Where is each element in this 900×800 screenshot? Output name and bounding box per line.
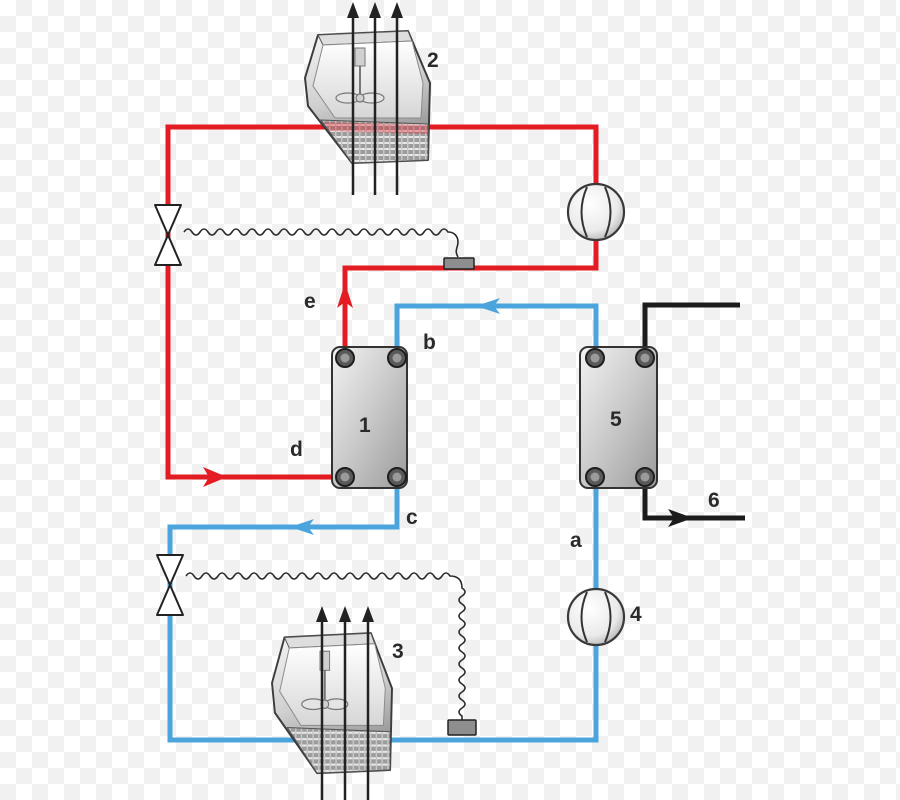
label-point-b: b bbox=[423, 331, 436, 354]
valve-triangle bbox=[156, 584, 184, 616]
unit-window bbox=[312, 40, 424, 119]
port-inner bbox=[340, 353, 350, 363]
compressor-symbol bbox=[580, 591, 612, 643]
flow-arrow-up-icon bbox=[337, 283, 353, 308]
label-outlet: 6 bbox=[708, 489, 720, 512]
compressor-body bbox=[566, 182, 626, 242]
label-point-d: d bbox=[290, 438, 303, 461]
flow-arrow-left-icon bbox=[290, 519, 314, 535]
evaporator-airflow-arrows bbox=[316, 606, 374, 800]
fan-motor bbox=[319, 650, 331, 671]
valve-triangle bbox=[154, 204, 182, 236]
label-compressor: 4 bbox=[630, 603, 642, 626]
flow-arrow-right-icon bbox=[668, 509, 693, 527]
heat-exchanger-plate bbox=[331, 346, 408, 489]
flow-arrow-left-icon bbox=[476, 298, 500, 314]
label-heat-exchanger-5: 5 bbox=[610, 408, 622, 431]
compressor-body bbox=[566, 587, 626, 647]
expansion-valve-lower-icon bbox=[156, 554, 184, 616]
heat-exchanger-1 bbox=[331, 346, 408, 489]
airflow-arrow-up-icon bbox=[391, 2, 403, 18]
compressor-upper-icon bbox=[566, 182, 626, 242]
heat-exchanger-plate bbox=[579, 346, 658, 489]
unit-grill bbox=[286, 726, 391, 774]
airflow-arrow-up-icon bbox=[362, 606, 374, 622]
port-inner bbox=[340, 472, 350, 482]
port-inner bbox=[590, 353, 600, 363]
expansion-valve-upper-icon bbox=[154, 204, 182, 266]
airflow-arrow-up-icon bbox=[339, 606, 351, 622]
flow-arrow-right-icon bbox=[203, 467, 227, 487]
secondary-circuit-inlet-pipe bbox=[642, 302, 740, 358]
low-temperature-circuit-pipe-lower bbox=[167, 477, 599, 743]
compressor-symbol bbox=[580, 186, 612, 238]
valve-triangle bbox=[154, 234, 182, 266]
port-inner bbox=[392, 472, 402, 482]
label-point-e: e bbox=[304, 290, 316, 313]
high-temperature-circuit-pipe bbox=[165, 124, 599, 480]
airflow-arrow-up-icon bbox=[316, 606, 328, 622]
secondary-circuit-outlet-pipe bbox=[642, 477, 745, 521]
low-temperature-circuit-pipe-upper bbox=[394, 303, 599, 358]
unit-window bbox=[279, 643, 386, 726]
port-inner bbox=[590, 472, 600, 482]
fan-hub bbox=[355, 93, 365, 103]
label-point-c: c bbox=[406, 506, 418, 529]
condenser-airflow-arrows bbox=[347, 2, 403, 195]
compressor-lower-icon bbox=[566, 587, 626, 647]
label-evaporator: 3 bbox=[392, 640, 404, 663]
label-point-a: a bbox=[570, 529, 582, 552]
port-inner bbox=[392, 353, 402, 363]
capillary-tube-lower bbox=[185, 572, 466, 720]
label-condenser: 2 bbox=[427, 49, 439, 72]
heat-exchanger-5 bbox=[579, 346, 658, 489]
airflow-arrow-up-icon bbox=[347, 2, 359, 18]
capillary-tube-upper bbox=[183, 228, 459, 258]
sensor-bulb-lower bbox=[447, 719, 477, 736]
label-heat-exchanger-1: 1 bbox=[359, 414, 371, 437]
port-inner bbox=[640, 472, 650, 482]
sensor-bulb-upper bbox=[443, 257, 475, 270]
evaporator-fan-unit bbox=[271, 632, 393, 775]
fan-motor bbox=[354, 47, 366, 67]
port-inner bbox=[640, 353, 650, 363]
valve-triangle bbox=[156, 554, 184, 586]
airflow-arrow-up-icon bbox=[369, 2, 381, 18]
condenser-fan-unit bbox=[304, 30, 431, 164]
